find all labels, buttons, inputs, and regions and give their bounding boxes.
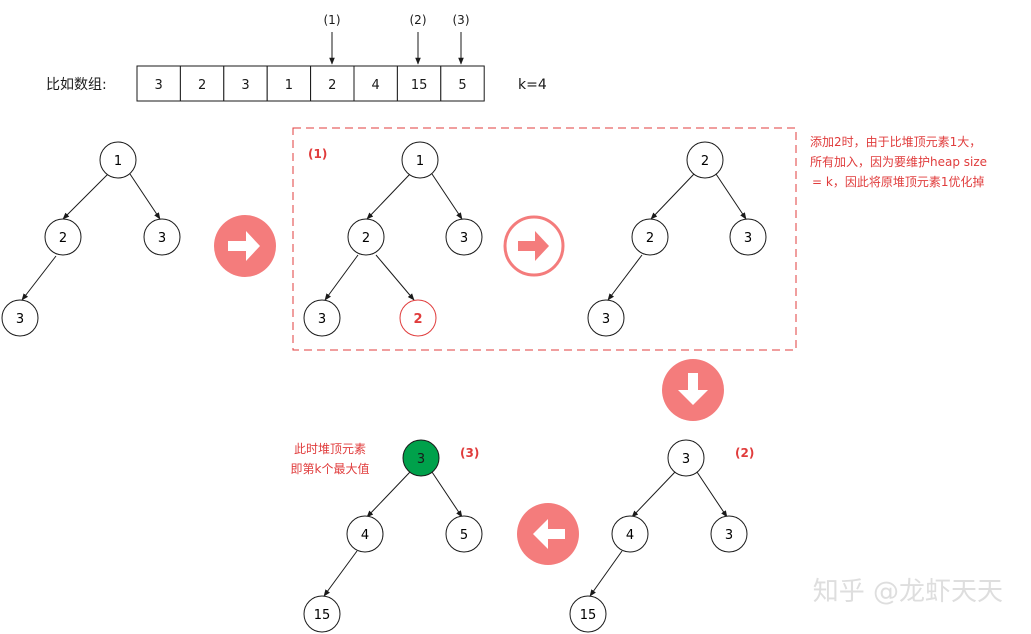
pointer-label: (1) <box>324 13 341 27</box>
tree-node: 3 <box>667 439 705 477</box>
array-cell-value: 15 <box>411 78 428 93</box>
svg-text:15: 15 <box>580 608 597 623</box>
step1-note: 添加2时，由于比堆顶元素1大， 所有加入，因为要维护heap size = k，… <box>810 135 987 189</box>
tree-step1-before: 1 2 3 3 2 <box>303 141 483 337</box>
tree-step1-after: 2 2 3 3 <box>587 141 767 337</box>
k-label: k=4 <box>518 77 547 93</box>
array-cells: 3 2 3 1 2 4 15 5 <box>136 65 485 102</box>
tree-initial: 1 2 3 3 <box>1 141 181 337</box>
tree-node: 2 <box>347 218 385 256</box>
tree-node: 2 <box>631 218 669 256</box>
tree-node: 1 <box>401 141 439 179</box>
svg-text:3: 3 <box>158 231 166 246</box>
svg-text:3: 3 <box>725 528 733 543</box>
svg-text:2: 2 <box>646 231 654 246</box>
array-cell: 3 <box>136 65 181 102</box>
tree-node: 1 <box>99 141 137 179</box>
tree-node: 3 <box>303 299 341 337</box>
watermark: 知乎 @龙虾天天 <box>813 577 1003 607</box>
pointer-1: (1) <box>324 13 341 65</box>
pointer-3: (3) <box>453 13 470 65</box>
svg-text:3: 3 <box>318 312 326 327</box>
svg-text:添加2时，由于比堆顶元素1大，: 添加2时，由于比堆顶元素1大， <box>810 135 981 149</box>
tree-step2: 3 4 3 15 <box>569 439 748 633</box>
arrow-right-icon <box>214 215 276 277</box>
tree-node: 15 <box>303 595 341 633</box>
array-cell-value: 4 <box>372 78 380 93</box>
step3-note: 此时堆顶元素 即第k个最大值 <box>291 442 370 476</box>
array-cell: 15 <box>396 65 442 102</box>
svg-text:所有加入，因为要维护heap size: 所有加入，因为要维护heap size <box>810 155 987 169</box>
svg-text:2: 2 <box>362 231 370 246</box>
svg-text:3: 3 <box>16 312 24 327</box>
array-cell-value: 2 <box>328 78 336 93</box>
step2-label: (2) <box>735 446 754 460</box>
array-cell: 2 <box>179 65 225 102</box>
tree-node: 15 <box>569 595 607 633</box>
tree-node-top: 3 <box>402 439 440 477</box>
array-cell: 3 <box>223 65 268 102</box>
svg-text:15: 15 <box>314 608 331 623</box>
tree-node: 3 <box>1 299 39 337</box>
tree-node: 2 <box>686 141 724 179</box>
svg-text:2: 2 <box>413 312 422 327</box>
tree-node: 3 <box>587 299 625 337</box>
tree-node-new: 2 <box>399 299 437 337</box>
svg-text:此时堆顶元素: 此时堆顶元素 <box>294 442 366 456</box>
tree-node: 2 <box>44 218 82 256</box>
array-label: 比如数组: <box>46 77 107 93</box>
svg-text:4: 4 <box>361 528 369 543</box>
array-cell-value: 2 <box>198 78 206 93</box>
svg-text:3: 3 <box>744 231 752 246</box>
tree-node: 3 <box>445 218 483 256</box>
svg-text:即第k个最大值: 即第k个最大值 <box>291 461 370 476</box>
step3-label: (3) <box>460 446 479 460</box>
arrow-left-icon <box>517 503 579 565</box>
pointer-label: (3) <box>453 13 470 27</box>
array-cell-value: 3 <box>155 78 163 93</box>
arrow-right-outline-icon <box>503 215 565 277</box>
tree-node: 4 <box>611 515 649 553</box>
tree-node: 3 <box>729 218 767 256</box>
svg-text:2: 2 <box>701 154 709 169</box>
svg-text:2: 2 <box>59 231 67 246</box>
svg-text:3: 3 <box>682 452 690 467</box>
array-cell-value: 1 <box>285 78 293 93</box>
svg-text:3: 3 <box>417 452 425 467</box>
array-cell: 4 <box>353 65 398 102</box>
array-cell: 2 <box>310 65 355 102</box>
array-cell-value: 3 <box>241 78 249 93</box>
tree-step3: 3 4 5 15 <box>303 439 483 633</box>
svg-text:4: 4 <box>626 528 634 543</box>
pointer-label: (2) <box>410 13 427 27</box>
tree-node: 3 <box>143 218 181 256</box>
arrow-down-icon <box>662 359 724 421</box>
svg-text:= k，因此将原堆顶元素1优化掉: = k，因此将原堆顶元素1优化掉 <box>812 175 984 189</box>
array-cell-value: 5 <box>458 78 466 93</box>
tree-node: 4 <box>346 515 384 553</box>
svg-text:5: 5 <box>460 528 468 543</box>
pointer-2: (2) <box>410 13 427 65</box>
array-cell: 1 <box>266 65 312 102</box>
svg-text:1: 1 <box>416 154 424 169</box>
tree-node: 3 <box>710 515 748 553</box>
step1-box <box>292 127 797 351</box>
step1-label: (1) <box>308 147 327 161</box>
array-cell: 5 <box>440 65 485 102</box>
svg-text:1: 1 <box>114 154 122 169</box>
svg-text:3: 3 <box>460 231 468 246</box>
svg-text:3: 3 <box>602 312 610 327</box>
tree-node: 5 <box>445 515 483 553</box>
